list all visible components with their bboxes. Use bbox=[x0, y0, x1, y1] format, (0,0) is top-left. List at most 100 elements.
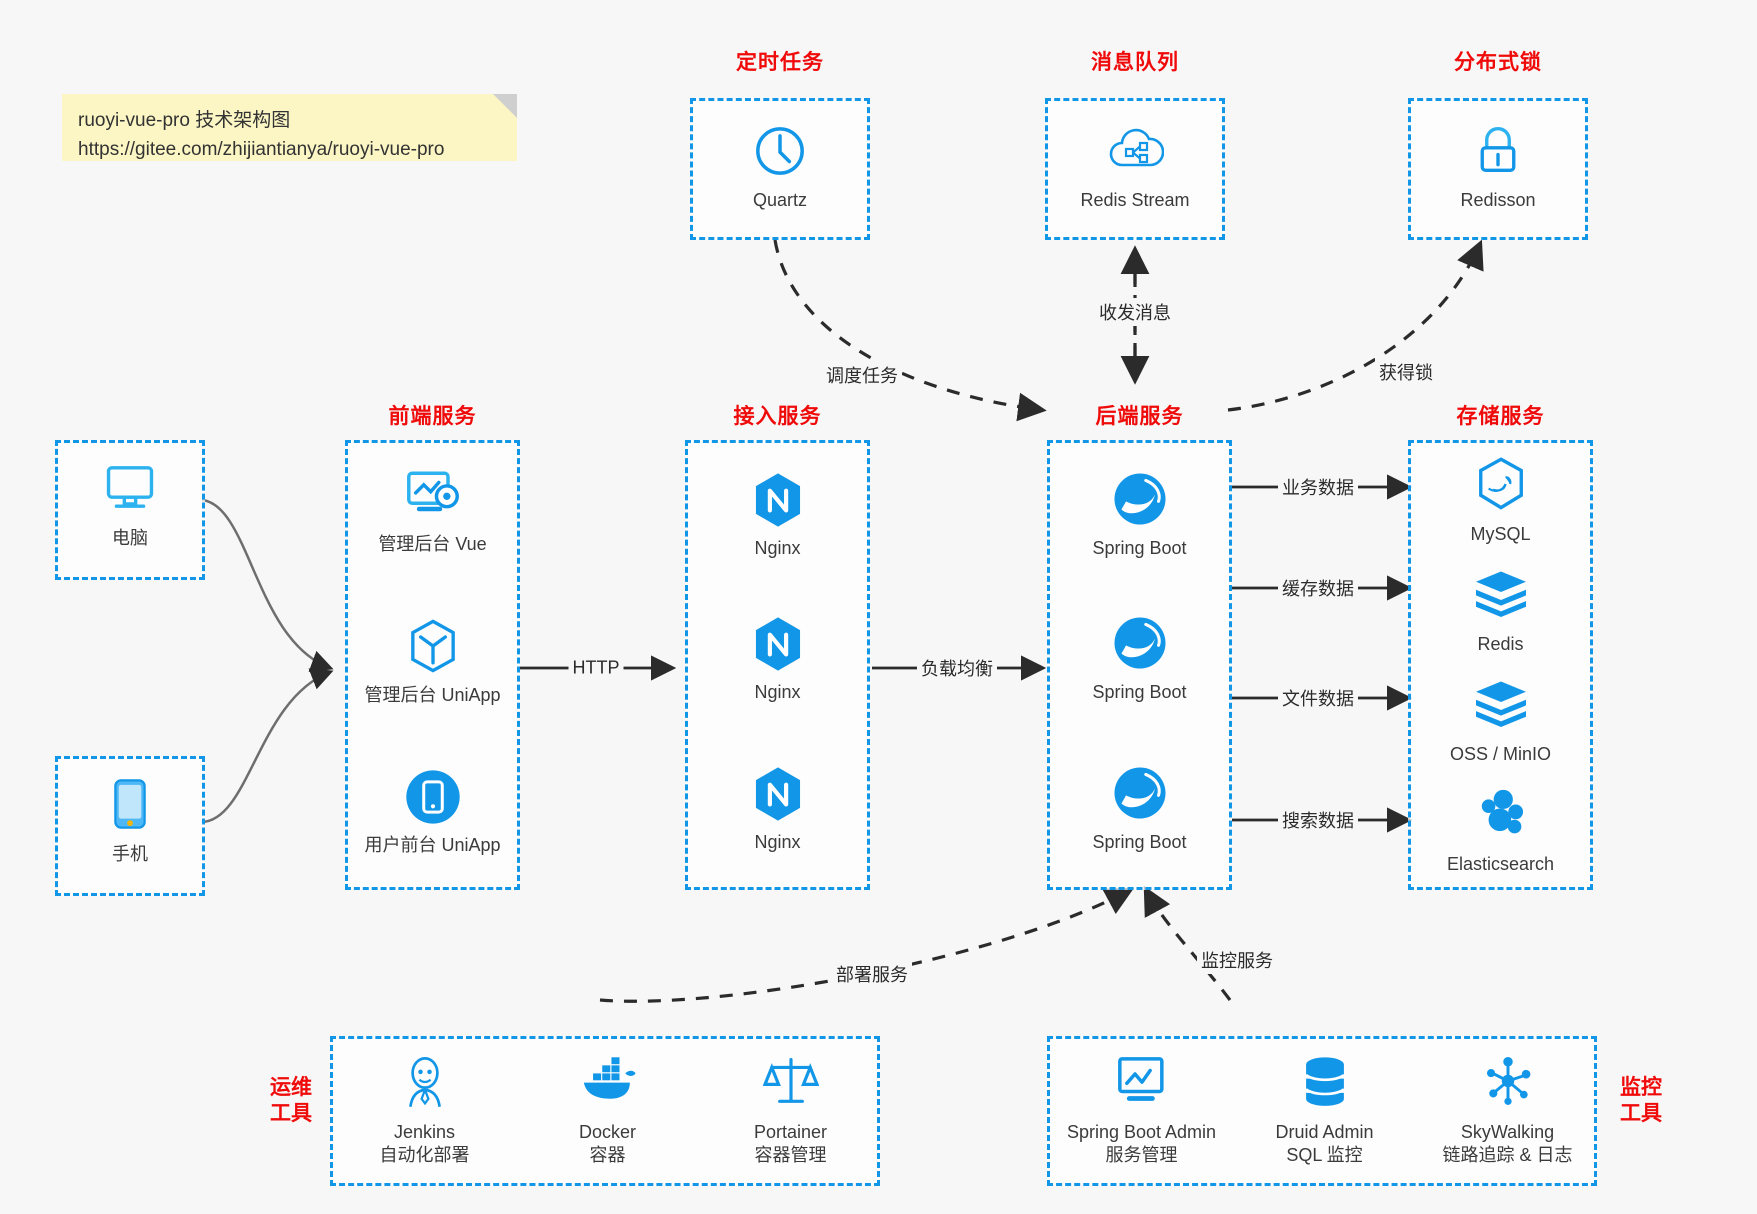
node-redis[interactable]: Redis bbox=[1411, 567, 1590, 656]
devops-title-line-1: 运维 bbox=[270, 1076, 312, 1099]
node-portainer[interactable]: Portainer 容器管理 bbox=[699, 1055, 882, 1168]
group-title-frontend: 前端服务 bbox=[388, 405, 477, 428]
title-note: ruoyi-vue-pro 技术架构图 https://gitee.com/zh… bbox=[62, 94, 517, 161]
node-label: Docker bbox=[578, 1122, 636, 1142]
mysql-icon bbox=[1411, 457, 1590, 515]
group-backend: Spring Boot Spring Boot Spring Boot bbox=[1047, 440, 1232, 890]
note-line-2: https://gitee.com/zhijiantianya/ruoyi-vu… bbox=[78, 139, 445, 161]
node-elasticsearch[interactable]: Elasticsearch bbox=[1411, 787, 1590, 876]
monitor-title-line-1: 监控 bbox=[1620, 1076, 1662, 1099]
cloud-stream-icon bbox=[1048, 123, 1222, 181]
group-devops: Jenkins 自动化部署 Docker 容器 bbox=[330, 1036, 880, 1186]
node-nginx-2[interactable]: Nginx bbox=[688, 615, 867, 704]
node-label: 管理后台 UniApp bbox=[364, 685, 501, 705]
node-label: Spring Boot bbox=[1092, 682, 1187, 702]
group-mq: Redis Stream bbox=[1045, 98, 1225, 240]
node-label: Nginx bbox=[754, 538, 801, 558]
mobile-circle-icon bbox=[348, 768, 517, 826]
edge-label-business-data: 业务数据 bbox=[1278, 473, 1358, 501]
node-spring-boot-2[interactable]: Spring Boot bbox=[1050, 615, 1229, 704]
edge-label-http: HTTP bbox=[568, 656, 624, 680]
node-sublabel: 链路追踪 & 日志 bbox=[1442, 1145, 1573, 1166]
group-title-scheduler: 定时任务 bbox=[736, 51, 824, 74]
cube-icon bbox=[348, 618, 517, 676]
monitor-title-line-2: 工具 bbox=[1620, 1102, 1662, 1126]
group-frontend: 管理后台 Vue 管理后台 UniApp 用户前台 UniApp bbox=[345, 440, 520, 890]
node-docker[interactable]: Docker 容器 bbox=[516, 1055, 699, 1168]
group-title-mq: 消息队列 bbox=[1091, 51, 1179, 74]
node-phone[interactable]: 手机 bbox=[58, 777, 202, 866]
node-jenkins[interactable]: Jenkins 自动化部署 bbox=[333, 1055, 516, 1168]
node-label: Spring Boot bbox=[1092, 538, 1187, 558]
clock-icon bbox=[693, 123, 867, 181]
node-label: Jenkins bbox=[393, 1122, 456, 1142]
node-label: Nginx bbox=[754, 682, 801, 702]
nginx-icon bbox=[688, 765, 867, 823]
edge-label-deploy-service: 部署服务 bbox=[832, 960, 912, 988]
node-sublabel: 自动化部署 bbox=[379, 1145, 470, 1166]
database-icon bbox=[1233, 1055, 1416, 1113]
node-label: SkyWalking bbox=[1460, 1122, 1555, 1142]
sba-monitor-icon bbox=[1050, 1055, 1233, 1113]
node-label: 管理后台 Vue bbox=[378, 534, 487, 554]
node-label: 电脑 bbox=[112, 528, 148, 548]
edge-label-cache-data: 缓存数据 bbox=[1278, 574, 1358, 602]
edge-label-file-data: 文件数据 bbox=[1278, 684, 1358, 712]
spring-icon bbox=[1050, 765, 1229, 823]
node-label: Nginx bbox=[754, 832, 801, 852]
node-nginx-3[interactable]: Nginx bbox=[688, 765, 867, 854]
group-client-phone: 手机 bbox=[55, 756, 205, 896]
node-admin-vue[interactable]: 管理后台 Vue bbox=[348, 467, 517, 556]
node-desktop[interactable]: 电脑 bbox=[58, 461, 202, 550]
node-label: Elasticsearch bbox=[1446, 854, 1555, 874]
nginx-icon bbox=[688, 615, 867, 673]
node-sublabel: SQL 监控 bbox=[1286, 1145, 1363, 1166]
lock-icon bbox=[1411, 123, 1585, 181]
node-mysql[interactable]: MySQL bbox=[1411, 457, 1590, 546]
node-skywalking[interactable]: SkyWalking 链路追踪 & 日志 bbox=[1416, 1055, 1599, 1168]
group-title-storage: 存储服务 bbox=[1456, 405, 1545, 428]
note-fold-corner bbox=[493, 94, 517, 118]
node-nginx-1[interactable]: Nginx bbox=[688, 471, 867, 560]
node-label: Portainer bbox=[753, 1122, 828, 1142]
node-spring-boot-admin[interactable]: Spring Boot Admin 服务管理 bbox=[1050, 1055, 1233, 1168]
spring-icon bbox=[1050, 471, 1229, 529]
node-redis-stream[interactable]: Redis Stream bbox=[1048, 123, 1222, 212]
node-label: Quartz bbox=[752, 190, 808, 210]
group-title-backend: 后端服务 bbox=[1095, 405, 1184, 428]
node-user-uniapp[interactable]: 用户前台 UniApp bbox=[348, 768, 517, 857]
node-sublabel: 容器管理 bbox=[754, 1145, 827, 1166]
group-title-lock: 分布式锁 bbox=[1454, 51, 1542, 74]
node-sublabel: 服务管理 bbox=[1105, 1145, 1178, 1166]
edge-label-acquire-lock: 获得锁 bbox=[1375, 358, 1437, 386]
redis-icon bbox=[1411, 567, 1590, 625]
edge-label-load-balance: 负载均衡 bbox=[917, 654, 997, 682]
jenkins-icon bbox=[333, 1055, 516, 1113]
node-label: Redis bbox=[1477, 634, 1524, 654]
node-label: 用户前台 UniApp bbox=[364, 835, 501, 855]
phone-icon bbox=[58, 777, 202, 835]
spring-icon bbox=[1050, 615, 1229, 673]
node-spring-boot-1[interactable]: Spring Boot bbox=[1050, 471, 1229, 560]
group-title-devops: 运维 工具 bbox=[258, 1075, 324, 1128]
oss-icon bbox=[1411, 677, 1590, 735]
node-label: Druid Admin bbox=[1275, 1122, 1374, 1142]
edge-label-monitor-service: 监控服务 bbox=[1197, 946, 1277, 974]
node-quartz[interactable]: Quartz bbox=[693, 123, 867, 212]
node-admin-uniapp[interactable]: 管理后台 UniApp bbox=[348, 618, 517, 707]
skywalking-icon bbox=[1416, 1055, 1599, 1113]
note-line-1: ruoyi-vue-pro 技术架构图 bbox=[78, 110, 291, 131]
node-druid-admin[interactable]: Druid Admin SQL 监控 bbox=[1233, 1055, 1416, 1168]
node-redisson[interactable]: Redisson bbox=[1411, 123, 1585, 212]
group-client-desktop: 电脑 bbox=[55, 440, 205, 580]
node-label: Spring Boot Admin bbox=[1066, 1122, 1217, 1142]
group-title-gateway: 接入服务 bbox=[733, 405, 822, 428]
node-oss-minio[interactable]: OSS / MinIO bbox=[1411, 677, 1590, 766]
elasticsearch-icon bbox=[1411, 787, 1590, 845]
node-sublabel: 容器 bbox=[589, 1145, 626, 1166]
node-spring-boot-3[interactable]: Spring Boot bbox=[1050, 765, 1229, 854]
dashboard-gear-icon bbox=[348, 467, 517, 525]
devops-title-line-2: 工具 bbox=[270, 1102, 312, 1126]
node-label: OSS / MinIO bbox=[1449, 744, 1552, 764]
